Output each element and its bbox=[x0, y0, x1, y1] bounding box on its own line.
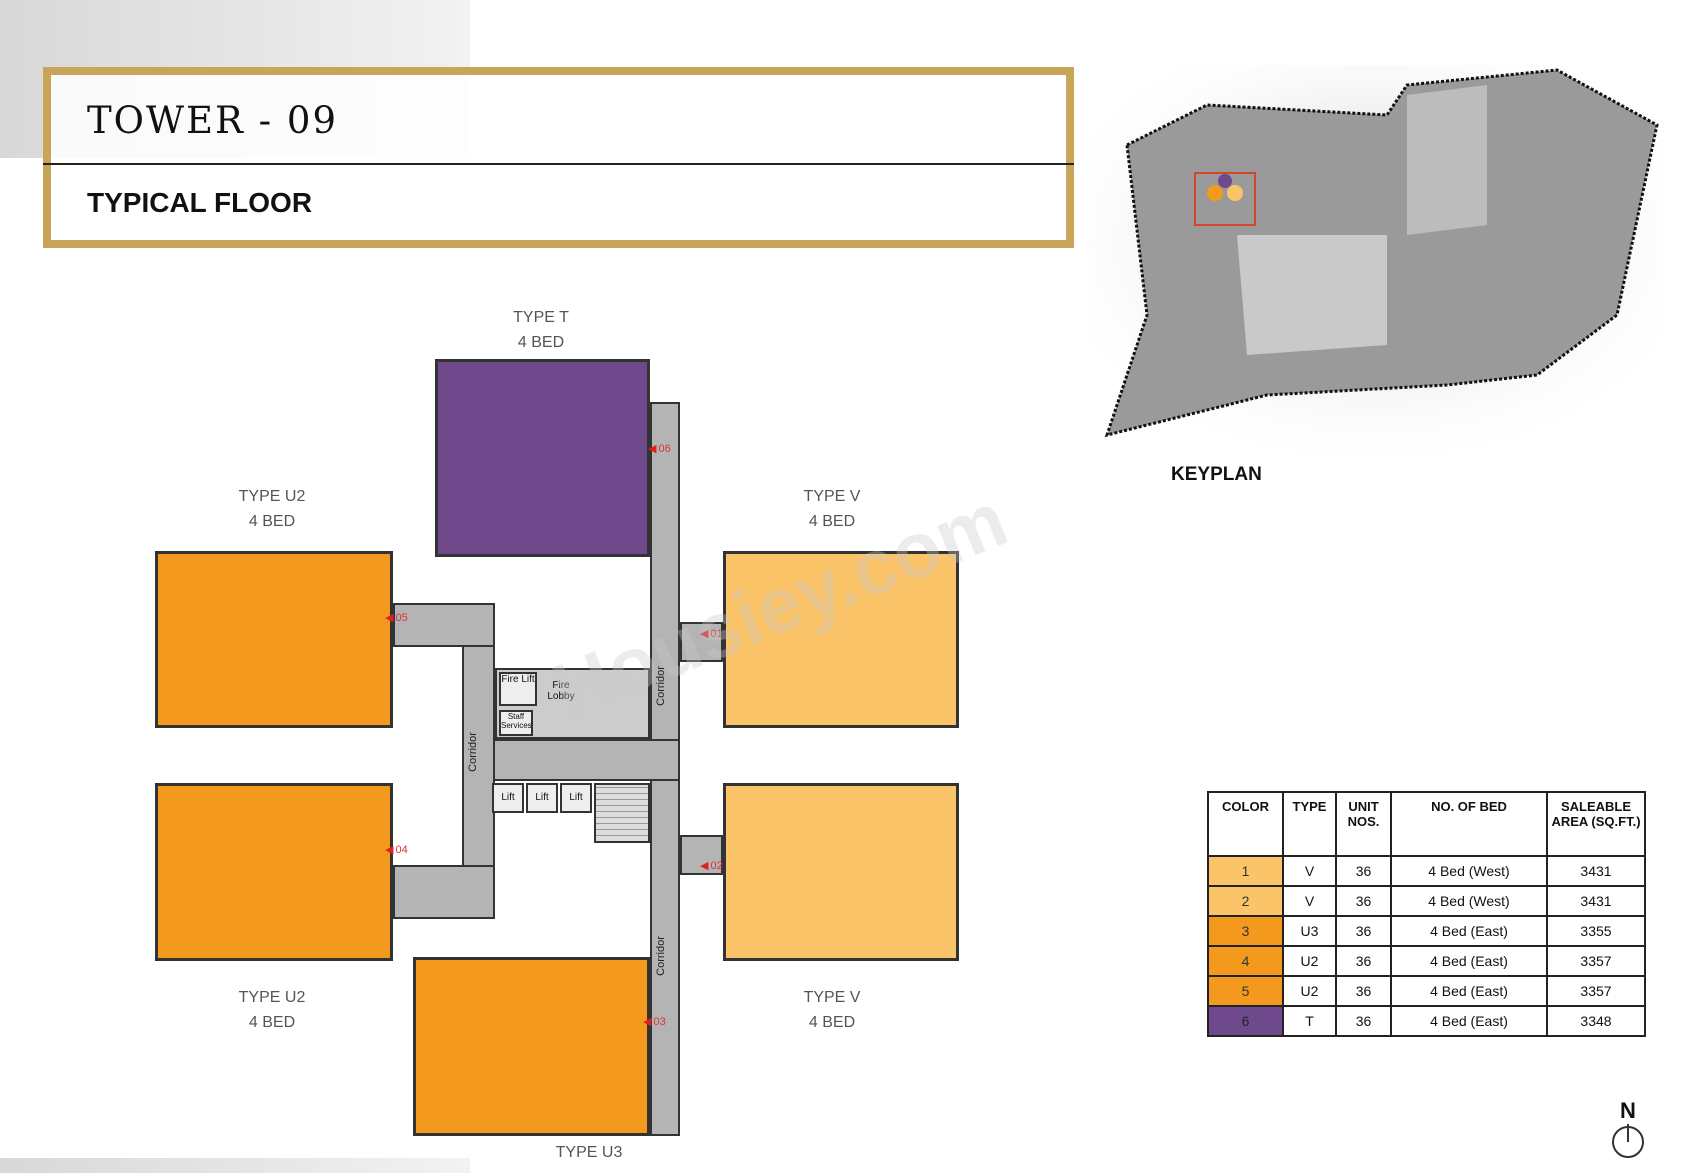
cell-type: V bbox=[1282, 855, 1337, 887]
header-box: TOWER - 09 TYPICAL FLOOR bbox=[43, 67, 1074, 248]
unit-table: COLOR TYPE UNIT NOS. NO. OF BED SALEABLE… bbox=[1207, 791, 1646, 1037]
cell-area: 3431 bbox=[1546, 885, 1646, 917]
compass-icon bbox=[1612, 1124, 1644, 1158]
cell-type: T bbox=[1282, 1005, 1337, 1037]
cell-color: 1 bbox=[1207, 855, 1284, 887]
unit-number: 03 bbox=[643, 1015, 665, 1028]
page-title: TOWER - 09 bbox=[87, 99, 339, 142]
fire-lobby: Fire Lobby bbox=[547, 680, 575, 702]
cell-color: 4 bbox=[1207, 945, 1284, 977]
north-arrow: N bbox=[1610, 1098, 1646, 1163]
cell-units: 36 bbox=[1335, 855, 1392, 887]
fire-lift: Fire Lift bbox=[499, 672, 537, 706]
corridor-label: Corridor bbox=[466, 732, 479, 772]
background-panel bbox=[0, 1158, 470, 1173]
cell-type: U2 bbox=[1282, 975, 1337, 1007]
cell-bed: 4 Bed (East) bbox=[1390, 1005, 1548, 1037]
cell-type: U2 bbox=[1282, 945, 1337, 977]
lift: Lift bbox=[492, 783, 524, 813]
cell-units: 36 bbox=[1335, 915, 1392, 947]
cell-area: 3355 bbox=[1546, 915, 1646, 947]
cell-area: 3357 bbox=[1546, 975, 1646, 1007]
corridor-horizontal bbox=[462, 739, 680, 781]
unit-type-u2-top bbox=[155, 551, 393, 728]
cell-type: V bbox=[1282, 885, 1337, 917]
unit-type-v-top bbox=[723, 551, 959, 728]
staircase bbox=[594, 783, 650, 843]
unit-type-u2-bottom bbox=[155, 783, 393, 961]
north-label: N bbox=[1620, 1098, 1636, 1123]
cell-bed: 4 Bed (East) bbox=[1390, 945, 1548, 977]
unit-number: 06 bbox=[648, 442, 670, 455]
unit-type-v-bottom bbox=[723, 783, 959, 961]
corridor-bottom-left bbox=[393, 865, 495, 919]
cell-bed: 4 Bed (West) bbox=[1390, 885, 1548, 917]
cell-color: 6 bbox=[1207, 1005, 1284, 1037]
keyplan-map bbox=[1087, 65, 1663, 456]
unit-number: 01 bbox=[700, 627, 722, 640]
cell-bed: 4 Bed (East) bbox=[1390, 975, 1548, 1007]
unit-number: 05 bbox=[385, 611, 407, 624]
corridor-top-left bbox=[393, 603, 495, 647]
cell-area: 3357 bbox=[1546, 945, 1646, 977]
cell-units: 36 bbox=[1335, 945, 1392, 977]
cell-area: 3348 bbox=[1546, 1005, 1646, 1037]
keyplan-label: KEYPLAN bbox=[1171, 464, 1262, 485]
unit-number: 02 bbox=[700, 859, 722, 872]
cell-units: 36 bbox=[1335, 885, 1392, 917]
unit-number: 04 bbox=[385, 843, 407, 856]
cell-units: 36 bbox=[1335, 975, 1392, 1007]
core-services: Fire Lift Fire Lobby Staff Services bbox=[495, 668, 650, 739]
unit-type-t bbox=[435, 359, 650, 557]
lift: Lift bbox=[560, 783, 592, 813]
cell-type: U3 bbox=[1282, 915, 1337, 947]
cell-units: 36 bbox=[1335, 1005, 1392, 1037]
cell-color: 3 bbox=[1207, 915, 1284, 947]
cell-color: 2 bbox=[1207, 885, 1284, 917]
cell-bed: 4 Bed (West) bbox=[1390, 855, 1548, 887]
divider bbox=[43, 163, 1074, 165]
staff-services: Staff Services bbox=[499, 710, 533, 736]
unit-label: TYPE U3 bbox=[555, 1144, 623, 1161]
cell-color: 5 bbox=[1207, 975, 1284, 1007]
page-subtitle: TYPICAL FLOOR bbox=[87, 187, 313, 218]
lift: Lift bbox=[526, 783, 558, 813]
unit-type-u3 bbox=[413, 957, 650, 1136]
table-header: COLOR TYPE UNIT NOS. NO. OF BED SALEABLE… bbox=[1207, 791, 1646, 857]
cell-area: 3431 bbox=[1546, 855, 1646, 887]
corridor-label: Corridor bbox=[654, 936, 667, 976]
cell-bed: 4 Bed (East) bbox=[1390, 915, 1548, 947]
